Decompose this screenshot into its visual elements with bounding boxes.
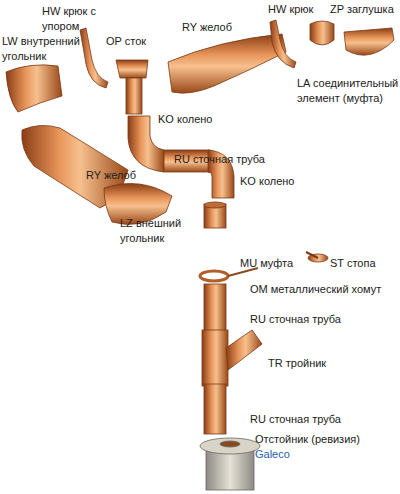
downpipe [204, 384, 226, 434]
hook [270, 20, 296, 68]
sump-top [200, 438, 260, 454]
gutter [168, 34, 286, 93]
part-label: RU сточная труба [250, 412, 370, 427]
part-label: ST стопа [330, 256, 400, 271]
part-label: OM металлический хомут [250, 282, 400, 297]
part-label: Отстойник (ревизия) [255, 432, 395, 447]
part-label: HW крюк [268, 2, 328, 17]
outlet-tube [126, 78, 142, 114]
pipe-coupling-rim [204, 202, 226, 208]
part-label: Galeco [255, 447, 335, 462]
stop-pin [306, 252, 318, 258]
part-label: LZ внешний угольник [120, 216, 190, 246]
part-label: RY желоб [86, 168, 156, 183]
part-label: LA соединительный элемент (муфта) [297, 76, 400, 106]
tee-branch [226, 330, 262, 370]
hook-with-stop [80, 28, 108, 88]
part-label: OP сток [106, 34, 166, 49]
clamp-bolt [228, 268, 258, 276]
part-label: KO колено [240, 174, 320, 189]
part-label: TR тройник [268, 356, 358, 371]
part-label: ZP заглушка [330, 2, 400, 17]
sump-opening [220, 441, 240, 447]
metal-clamp [200, 271, 228, 281]
outlet-trough [116, 60, 148, 78]
part-label: HW крюк с упором [42, 4, 100, 34]
part-label: KO колено [158, 112, 238, 127]
gutter-connector [344, 28, 394, 55]
part-label: MU муфта [240, 256, 320, 271]
part-label: RU сточная труба [250, 312, 370, 327]
part-label: LW внутренний угольник [2, 34, 88, 64]
end-cap [310, 21, 334, 45]
tee [202, 330, 228, 386]
part-label: RY желоб [182, 20, 262, 35]
inner-corner [6, 65, 62, 112]
part-label: RU сточная труба [174, 152, 284, 167]
